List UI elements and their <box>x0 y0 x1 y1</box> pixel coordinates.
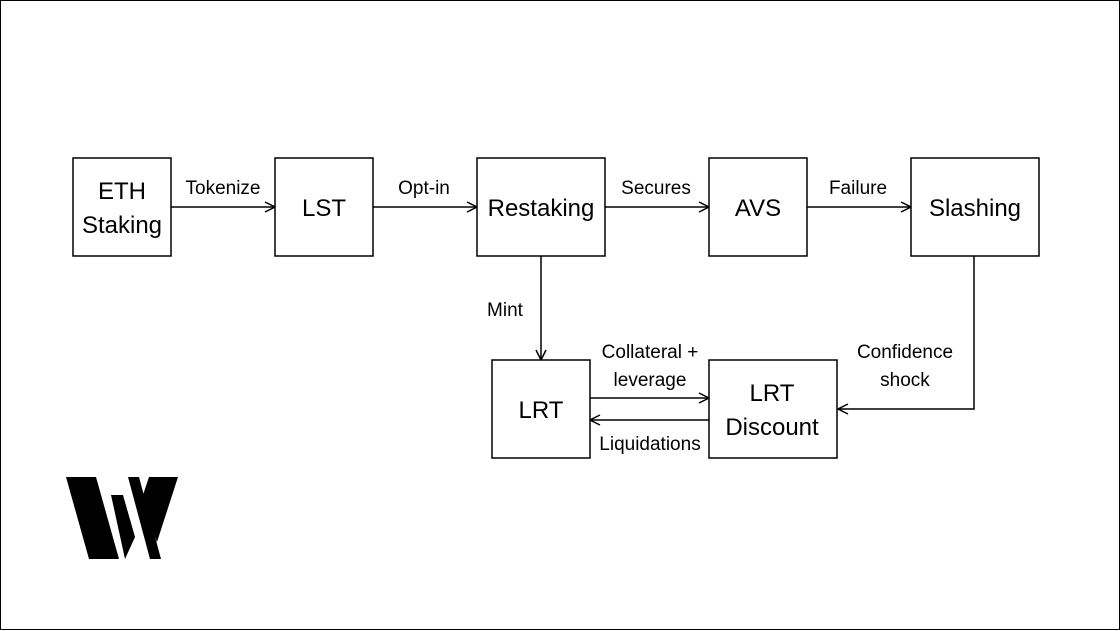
edge-label-secures-line-1: Secures <box>621 178 691 199</box>
node-label-avs: AVS <box>735 195 781 222</box>
node-label-eth-staking-line-2: Staking <box>82 212 162 239</box>
node-restaking: Restaking <box>476 157 606 257</box>
edge-label-confidence-shock-line-1: Confidence <box>857 342 953 363</box>
edge-label-tokenize: Tokenize <box>186 178 261 199</box>
edge-label-failure: Failure <box>829 178 887 199</box>
node-eth-staking: ETH Staking <box>72 157 172 257</box>
edge-label-collateral-leverage-line-1: Collateral + <box>602 342 699 363</box>
edge-label-opt-in-line-1: Opt-in <box>398 178 450 199</box>
w-logo-icon <box>66 477 178 559</box>
edge-label-tokenize-line-1: Tokenize <box>186 178 261 199</box>
node-label-lst-line-1: LST <box>302 195 346 222</box>
node-label-eth-staking-line-1: ETH <box>98 178 146 205</box>
edge-label-mint: Mint <box>487 300 524 321</box>
node-avs: AVS <box>708 157 808 257</box>
edge-label-confidence-shock-line-2: shock <box>880 370 930 391</box>
node-slashing: Slashing <box>910 157 1040 257</box>
edge-label-collateral-leverage-line-2: leverage <box>614 370 687 391</box>
node-lrt: LRT <box>491 359 591 459</box>
node-label-lrt: LRT <box>519 397 564 424</box>
node-label-lrt-discount-line-1: LRT <box>750 380 795 407</box>
node-lst: LST <box>274 157 374 257</box>
node-label-lst: LST <box>302 195 346 222</box>
node-label-restaking: Restaking <box>488 195 595 222</box>
edge-confidence-shock-arrow <box>838 256 975 409</box>
edge-label-secures: Secures <box>621 178 691 199</box>
node-label-slashing: Slashing <box>929 195 1021 222</box>
edge-label-liquidations-line-1: Liquidations <box>599 434 700 455</box>
node-label-lrt-discount-line-2: Discount <box>725 414 819 441</box>
edge-label-liquidations: Liquidations <box>599 434 700 455</box>
node-label-avs-line-1: AVS <box>735 195 781 222</box>
edge-label-failure-line-1: Failure <box>829 178 887 199</box>
node-label-restaking-line-1: Restaking <box>488 195 595 222</box>
edge-label-confidence-shock: Confidence shock <box>857 342 953 391</box>
node-label-lrt-discount: LRT Discount <box>725 380 819 441</box>
node-lrt-discount: LRT Discount <box>708 359 838 459</box>
node-label-eth-staking: ETH Staking <box>82 178 162 239</box>
edge-label-mint-line-1: Mint <box>487 300 524 321</box>
edge-label-opt-in: Opt-in <box>398 178 450 199</box>
edge-label-collateral-leverage: Collateral + leverage <box>602 342 699 391</box>
node-label-lrt-line-1: LRT <box>519 397 564 424</box>
node-label-slashing-line-1: Slashing <box>929 195 1021 222</box>
